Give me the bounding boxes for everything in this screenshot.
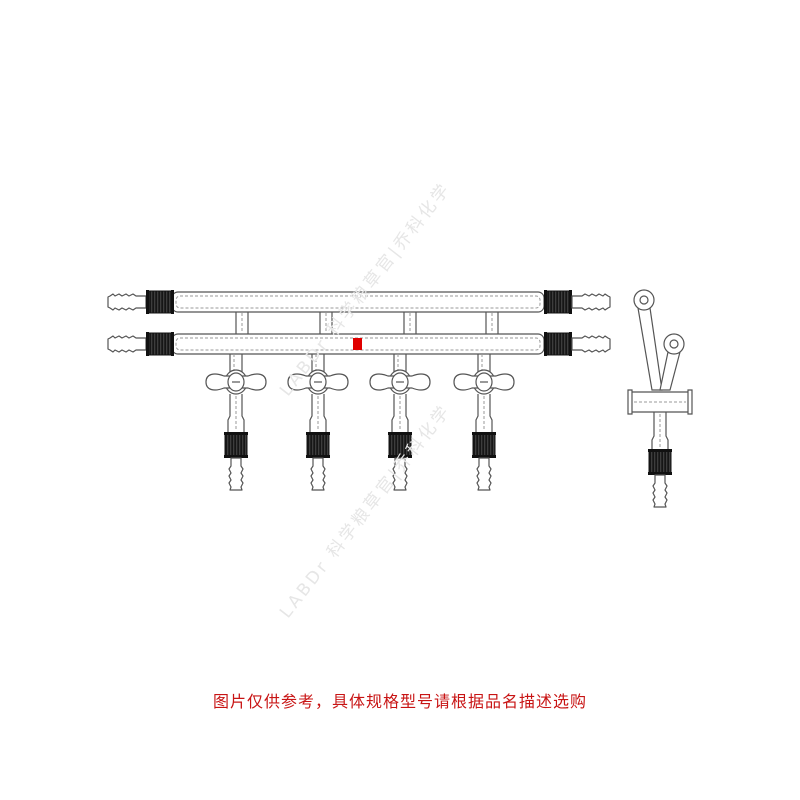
reference-caption: 图片仅供参考，具体规格型号请根据品名描述选购	[212, 692, 587, 711]
upper-right-barb	[571, 293, 611, 311]
upper-left-barb	[107, 293, 147, 311]
upper-right-clamp	[543, 289, 573, 315]
lower-left-clamp	[145, 331, 175, 357]
lower-right-clamp	[543, 331, 573, 357]
lower-left-barb	[107, 335, 147, 353]
lower-right-barb	[571, 335, 611, 353]
red-marker	[353, 338, 362, 350]
side-view-stopcock	[627, 289, 693, 450]
stopcock-outlet-4	[454, 354, 514, 490]
side-view-barb	[652, 474, 668, 508]
upper-left-clamp	[145, 289, 175, 315]
stopcock-outlet-1	[206, 354, 266, 490]
side-view-clamp	[647, 448, 673, 476]
cross-connectors	[235, 312, 499, 334]
